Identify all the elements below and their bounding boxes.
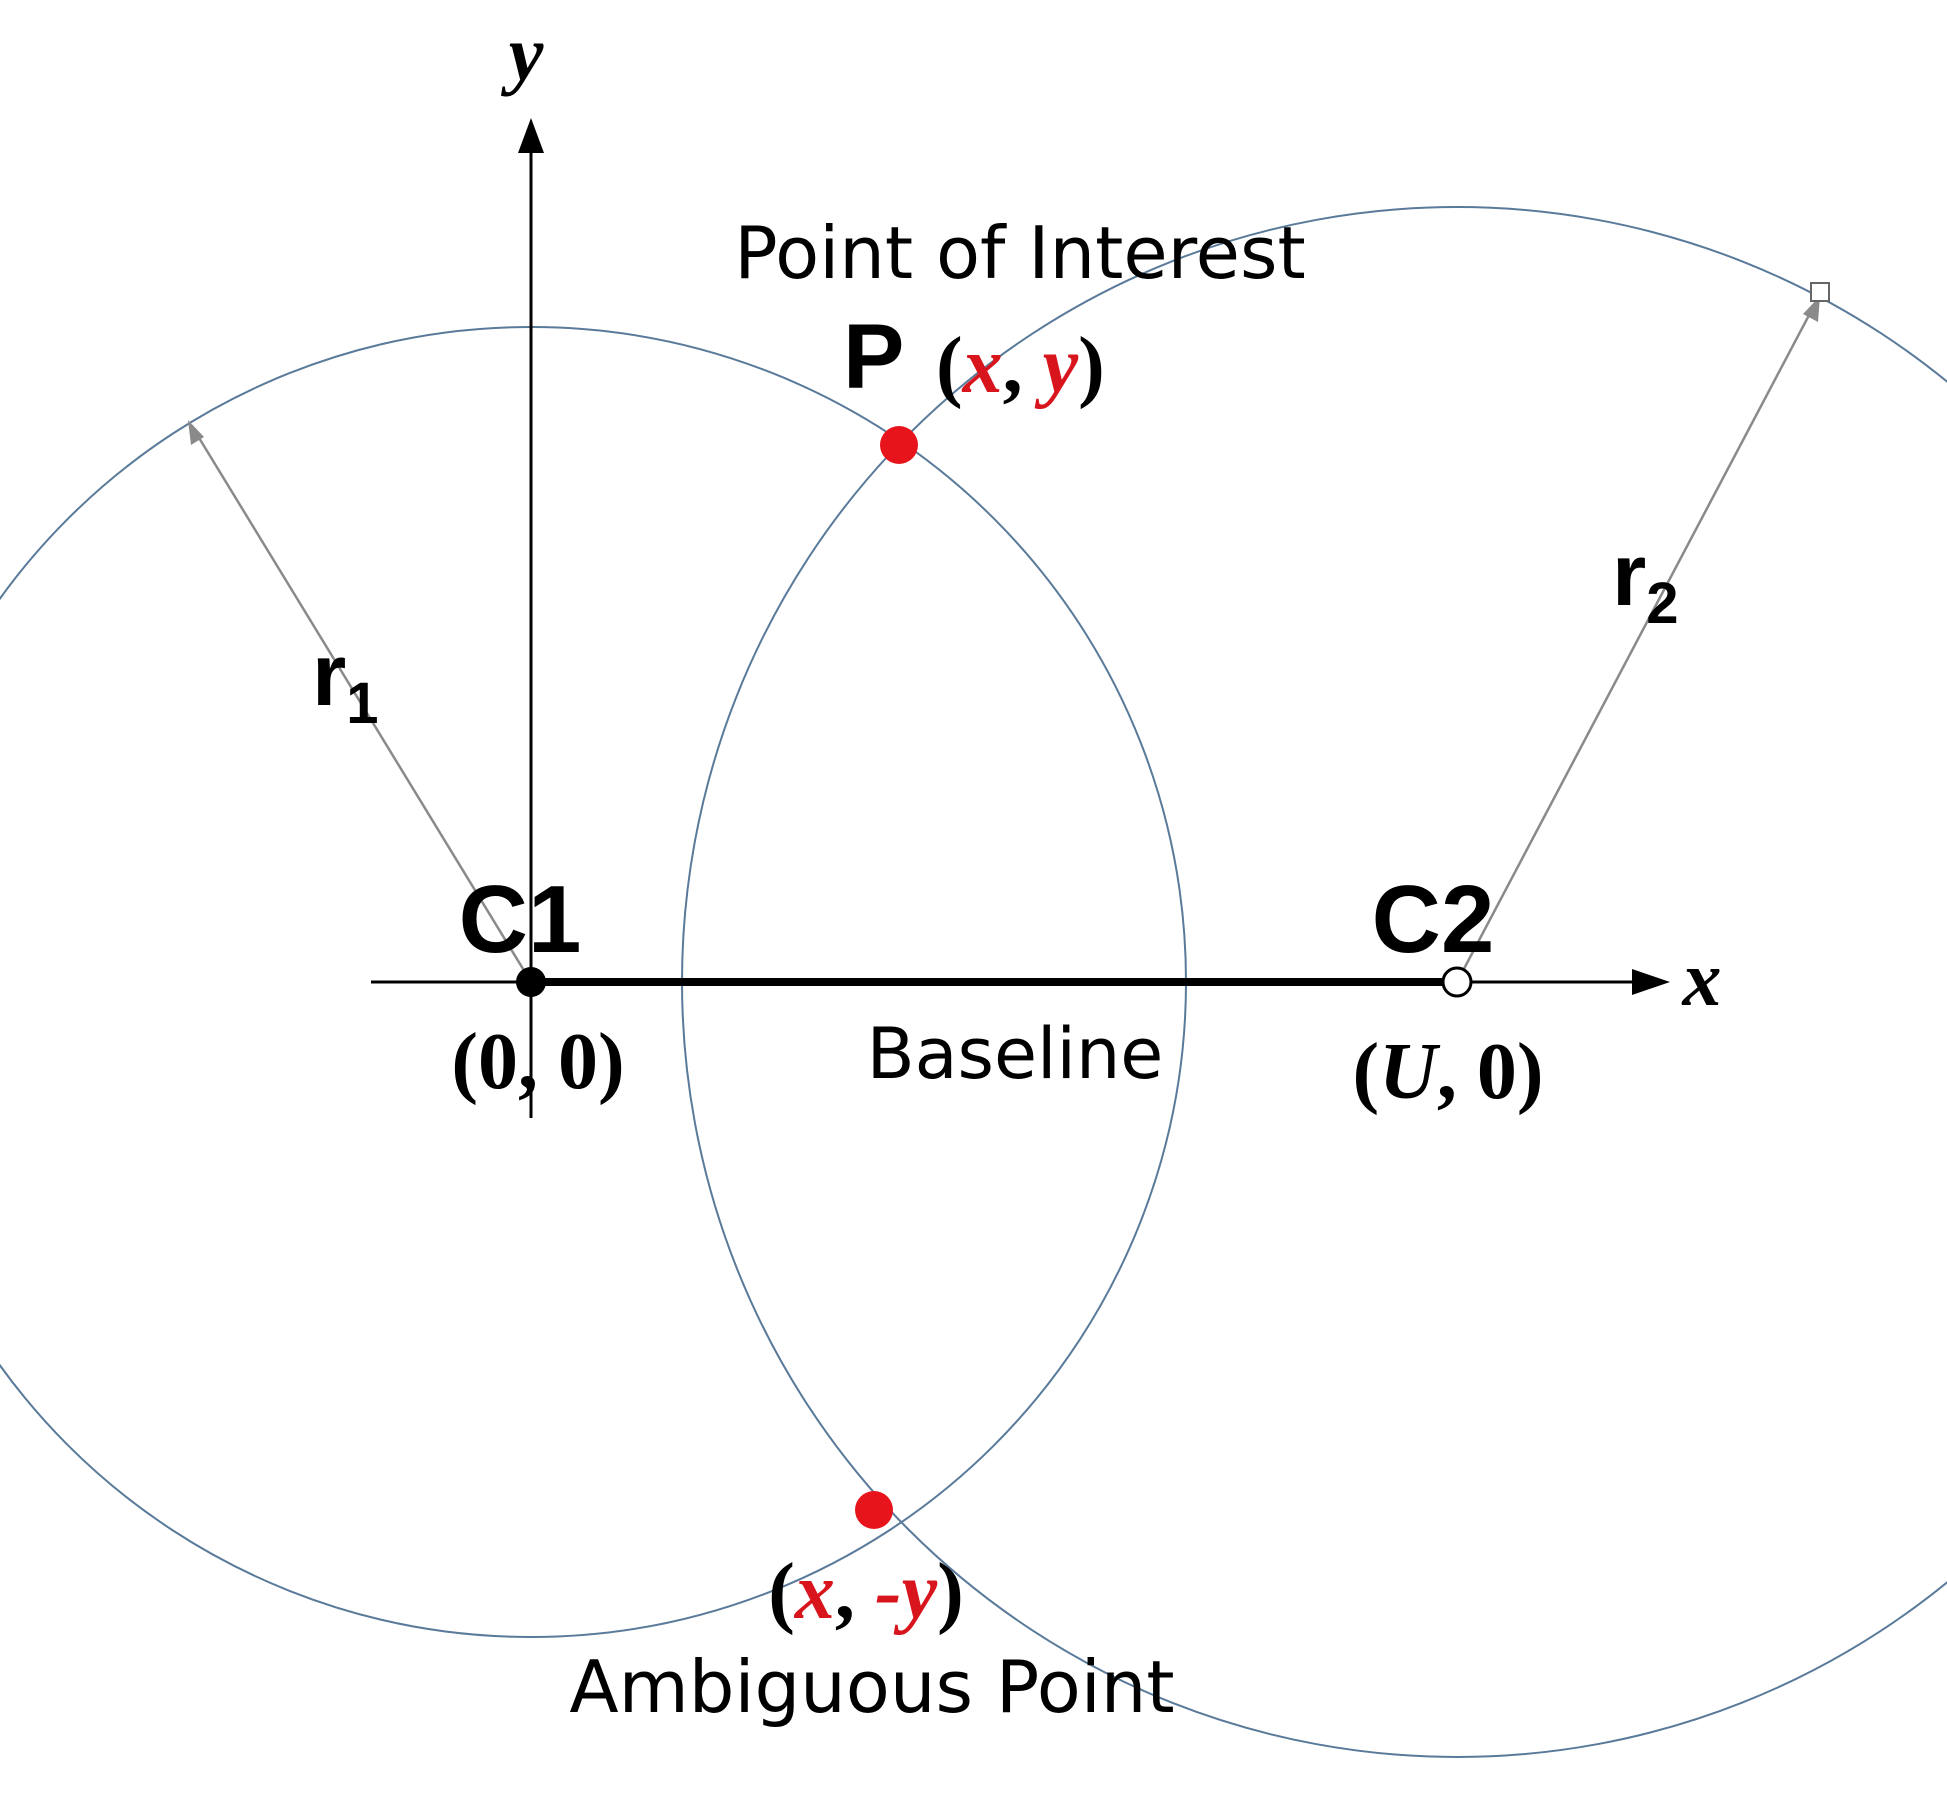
- point-of-interest-label: Point of Interest: [734, 211, 1305, 295]
- x-axis-arrowhead: [1632, 969, 1670, 995]
- radius-r2-arrow: [1455, 299, 1819, 983]
- r1-subscript: 1: [346, 671, 378, 736]
- amb-coord-x: x: [794, 1548, 835, 1636]
- c1-label: C1: [459, 866, 582, 973]
- r2-label: r2: [1612, 525, 1679, 636]
- c1-coordinate: (0, 0): [451, 1018, 624, 1106]
- p-coord-x: x: [962, 322, 1003, 410]
- radius-r1-arrowhead: [188, 420, 204, 445]
- amb-coord-close: ): [937, 1548, 964, 1636]
- y-axis-arrowhead: [518, 118, 544, 153]
- r1-label: r1: [312, 625, 379, 736]
- y-axis-label: y: [501, 10, 544, 97]
- r2-subscript: 2: [1646, 571, 1678, 636]
- radius-r2-arrowhead: [1803, 296, 1820, 322]
- radius-r1-arrow: [191, 427, 533, 983]
- c2-coord-rest: , 0): [1437, 1028, 1544, 1116]
- radius-r2-end-marker: [1810, 282, 1830, 302]
- baseline-label: Baseline: [867, 1013, 1164, 1095]
- amb-coord-comma: ,: [835, 1548, 875, 1636]
- r2-main: r: [1612, 525, 1646, 624]
- c2-label: C2: [1372, 866, 1495, 973]
- c2-coordinate: (U, 0): [1352, 1028, 1543, 1116]
- point-of-interest-marker: [880, 426, 918, 464]
- ambiguous-point-marker: [855, 1491, 893, 1529]
- x-axis-label: x: [1682, 935, 1722, 1022]
- p-coordinate: (x, y): [936, 322, 1105, 410]
- ambiguous-coordinate: (x, -y): [768, 1548, 963, 1636]
- r1-main: r: [312, 625, 346, 724]
- c2-coord-u: U: [1379, 1028, 1441, 1116]
- amb-coord-open: (: [768, 1548, 795, 1636]
- ambiguous-point-label: Ambiguous Point: [569, 1645, 1174, 1729]
- p-name: P: [843, 306, 904, 408]
- p-label: P: [843, 306, 904, 408]
- p-coord-close: ): [1078, 322, 1105, 410]
- c2-coord-open: (: [1352, 1028, 1379, 1116]
- c2-center-point: [1441, 966, 1473, 998]
- p-coord-comma: ,: [1003, 322, 1043, 410]
- p-coord-open: (: [936, 322, 963, 410]
- c1-center-point: [516, 967, 546, 997]
- amb-coord-y: -y: [875, 1548, 938, 1636]
